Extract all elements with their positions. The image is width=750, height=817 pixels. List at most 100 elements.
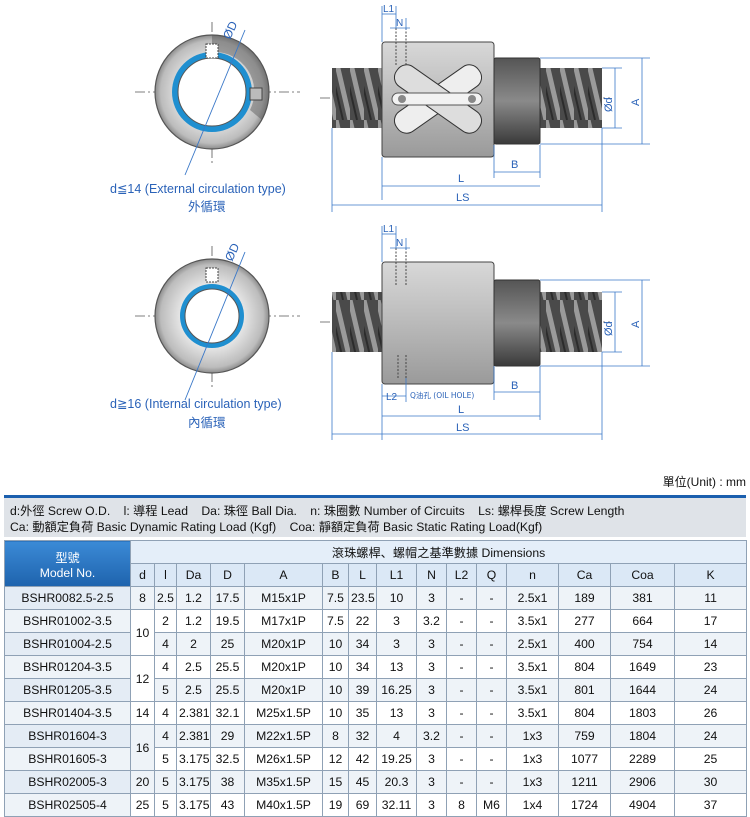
cell-d: 43 [210, 793, 245, 817]
cell-l: 4 [154, 632, 177, 656]
cell-l1: 20.3 [376, 770, 417, 794]
cell-b: 10 [322, 701, 349, 725]
cell-q: - [476, 747, 507, 771]
cell-ca: 1724 [558, 793, 611, 817]
legend-Ls: Ls: 螺桿長度 Screw Length [478, 504, 625, 518]
cell-l: 4 [154, 701, 177, 725]
legend-l: l: 導程 Lead [123, 504, 188, 518]
cell-ca: 400 [558, 632, 611, 656]
cell-l1: 3 [376, 609, 417, 633]
cell-n: 1x4 [506, 793, 559, 817]
cell-q: - [476, 632, 507, 656]
cell-l2: - [446, 609, 477, 633]
cell-q: - [476, 586, 507, 610]
model-cell: BSHR01605-3 [4, 747, 131, 771]
cell-d: 17.5 [210, 586, 245, 610]
top-dim-LS: LS [456, 192, 469, 204]
cell-l: 23.5 [348, 586, 377, 610]
cell-q: - [476, 609, 507, 633]
cell-l: 2 [154, 609, 177, 633]
cell-n: 3 [416, 586, 447, 610]
model-header-zh: 型號 [55, 550, 80, 565]
cell-q: - [476, 701, 507, 725]
cell-n: 3.5x1 [506, 655, 559, 679]
cell-coa: 754 [610, 632, 675, 656]
legend-Da: Da: 珠徑 Ball Dia. [201, 504, 297, 518]
cell-n: 3.2 [416, 609, 447, 633]
cell-k: 30 [673, 770, 748, 794]
cell-l1: 19.25 [376, 747, 417, 771]
cell-l: 5 [154, 747, 177, 771]
cell-q: - [476, 770, 507, 794]
cell-a: M25x1.5P [244, 701, 323, 725]
cell-a: M26x1.5P [244, 747, 323, 771]
cell-ca: 1077 [558, 747, 611, 771]
cell-b: 8 [322, 724, 349, 748]
cell-l2: - [446, 724, 477, 748]
bottom-dim-D: ØD [222, 241, 242, 264]
model-cell: BSHR01002-3.5 [4, 609, 131, 633]
top-end-view: ØD d≦14 (External circulation type) 外循環 [110, 19, 300, 214]
cell-n: 3.5x1 [506, 609, 559, 633]
bottom-dim-N: N [396, 238, 403, 249]
cell-d: 20 [130, 770, 155, 794]
cell-da: 2.5 [176, 678, 211, 702]
cell-coa: 1803 [610, 701, 675, 725]
cell-q: - [476, 678, 507, 702]
cell-coa: 1649 [610, 655, 675, 679]
top-dim-A: A [630, 98, 642, 106]
cell-l: 5 [154, 678, 177, 702]
dimensions-header: 滾珠螺桿、螺帽之基準數據 Dimensions [129, 540, 748, 564]
cell-n: 3 [416, 747, 447, 771]
cell-l: 45 [348, 770, 377, 794]
cell-l2: - [446, 655, 477, 679]
cell-da: 3.175 [176, 770, 211, 794]
cell-l: 39 [348, 678, 377, 702]
col-header: Coa [610, 563, 675, 587]
cell-k: 26 [673, 701, 748, 725]
legend-box: d:外徑 Screw O.D. l: 導程 Lead Da: 珠徑 Ball D… [4, 495, 746, 537]
model-cell: BSHR01404-3.5 [4, 701, 131, 725]
table-header-row-1: 型號 Model No. 滾珠螺桿、螺帽之基準數據 Dimensions [4, 540, 748, 587]
cell-a: M20x1P [244, 655, 323, 679]
cell-d: 8 [130, 586, 155, 610]
cell-l: 34 [348, 655, 377, 679]
cell-l2: - [446, 770, 477, 794]
cell-da: 2.381 [176, 701, 211, 725]
legend-line-2: Ca: 動額定負荷 Basic Dynamic Rating Load (Kgf… [10, 519, 740, 535]
cell-l: 32 [348, 724, 377, 748]
cell-l1: 32.11 [376, 793, 417, 817]
cell-l1: 4 [376, 724, 417, 748]
cell-n: 3 [416, 678, 447, 702]
cell-d: 32.5 [210, 747, 245, 771]
cell-a: M20x1P [244, 678, 323, 702]
bottom-dim-d: Ød [603, 321, 615, 336]
cell-l: 35 [348, 701, 377, 725]
cell-n: 1x3 [506, 747, 559, 771]
cell-coa: 1644 [610, 678, 675, 702]
bottom-dim-LS: LS [456, 422, 469, 434]
col-header: L1 [376, 563, 417, 587]
table-header-row-2: d l Da D A B L L1 N L2 Q n Ca Coa K [5, 563, 748, 587]
top-side-view: L1 N B L LS Ød A [320, 4, 650, 212]
cell-q: M6 [476, 793, 507, 817]
bottom-dim-A: A [630, 320, 642, 328]
cell-l2: 8 [446, 793, 477, 817]
cell-l2: - [446, 632, 477, 656]
cell-da: 3.175 [176, 793, 211, 817]
cell-d: 12 [130, 655, 155, 702]
legend-d: d:外徑 Screw O.D. [10, 504, 111, 518]
cell-b: 7.5 [322, 586, 349, 610]
cell-l: 5 [154, 793, 177, 817]
legend-n: n: 珠圈數 Number of Circuits [310, 504, 465, 518]
bottom-side-view: L1 N L2 Q油孔 (OIL HOLE) B L LS Ød A [320, 224, 650, 440]
cell-n: 3 [416, 655, 447, 679]
cell-k: 25 [673, 747, 748, 771]
cell-n: 1x3 [506, 770, 559, 794]
cell-k: 17 [673, 609, 748, 633]
